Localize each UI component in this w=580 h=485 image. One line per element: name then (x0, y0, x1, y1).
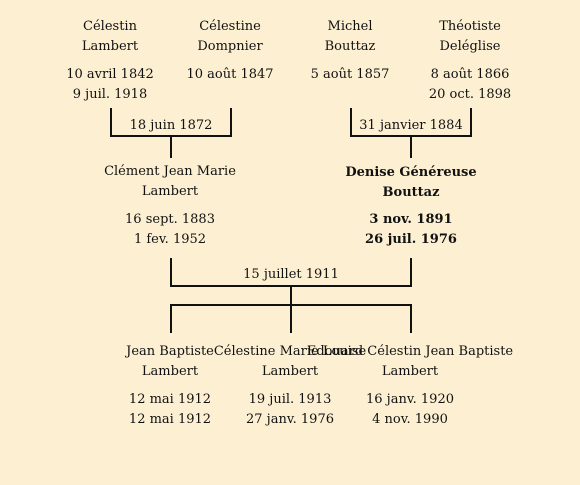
person-first-name: Michel (327, 19, 373, 34)
person-death-date: 20 oct. 1898 (428, 87, 512, 102)
person-death-date: 26 juil. 1976 (365, 232, 457, 247)
person-last-name: Dompnier (197, 39, 263, 54)
person-first-name: Théotiste (439, 19, 501, 34)
person-first-name: Clément Jean Marie (104, 164, 236, 179)
person-first-name: Denise Généreuse (345, 165, 477, 180)
person-last-name: Lambert (381, 364, 439, 379)
person-death-date: 12 mai 1912 (128, 412, 212, 427)
person-birth-date: 5 août 1857 (310, 67, 390, 82)
person-birth-date: 19 juil. 1913 (248, 392, 332, 407)
person-last-name: Deléglise (439, 39, 501, 54)
person-first-name: Edouard Célestin Jean Baptiste (306, 344, 514, 359)
person-first-name: Jean Baptiste (126, 344, 214, 359)
person-last-name: Lambert (141, 184, 199, 199)
person-first-name: Célestine Marie Louise (213, 344, 367, 359)
person-first-name: Célestin (83, 19, 137, 34)
person-last-name: Lambert (141, 364, 199, 379)
person-last-name: Bouttaz (382, 185, 440, 200)
person-birth-date: 8 août 1866 (430, 67, 510, 82)
person-last-name: Lambert (81, 39, 139, 54)
marriage-date: 18 juin 1872 (129, 118, 213, 133)
person-first-name: Célestine (199, 19, 261, 34)
person-death-date: 27 janv. 1976 (246, 412, 334, 427)
person-last-name: Lambert (261, 364, 319, 379)
person-death-date: 9 juil. 1918 (72, 87, 148, 102)
person-birth-date: 3 nov. 1891 (369, 212, 453, 227)
person-last-name: Bouttaz (324, 39, 376, 54)
person-death-date: 4 nov. 1990 (372, 412, 448, 427)
marriage-date: 31 janvier 1884 (359, 118, 463, 133)
person-birth-date: 10 avril 1842 (66, 67, 154, 82)
person-birth-date: 16 sept. 1883 (125, 212, 215, 227)
person-birth-date: 16 janv. 1920 (366, 392, 454, 407)
person-death-date: 1 fev. 1952 (133, 232, 207, 247)
person-birth-date: 12 mai 1912 (128, 392, 212, 407)
marriage-date: 15 juillet 1911 (243, 267, 339, 282)
person-birth-date: 10 août 1847 (186, 67, 274, 82)
